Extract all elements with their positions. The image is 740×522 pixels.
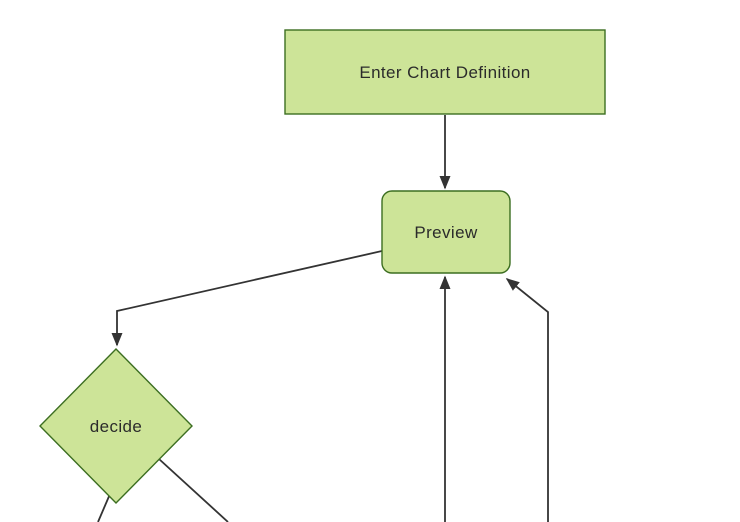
- decide-diamond: [39, 348, 193, 504]
- decide-label: decide: [90, 417, 143, 436]
- node-preview: Preview: [381, 190, 511, 274]
- edge-layer: [97, 115, 549, 522]
- enter-chart-definition-label: Enter Chart Definition: [359, 63, 530, 82]
- edge-decide-down-right: [158, 458, 229, 522]
- preview-label: Preview: [414, 223, 478, 242]
- node-decide: decide: [39, 348, 193, 504]
- node-enter-chart-definition: Enter Chart Definition: [284, 29, 606, 115]
- enter-chart-definition-box: [284, 29, 606, 115]
- preview-box: [381, 190, 511, 274]
- edge-preview-to-decide: [111, 250, 383, 347]
- edge-bottom-right-up-to-preview: [505, 278, 549, 522]
- edge-decide-down-left: [97, 493, 111, 522]
